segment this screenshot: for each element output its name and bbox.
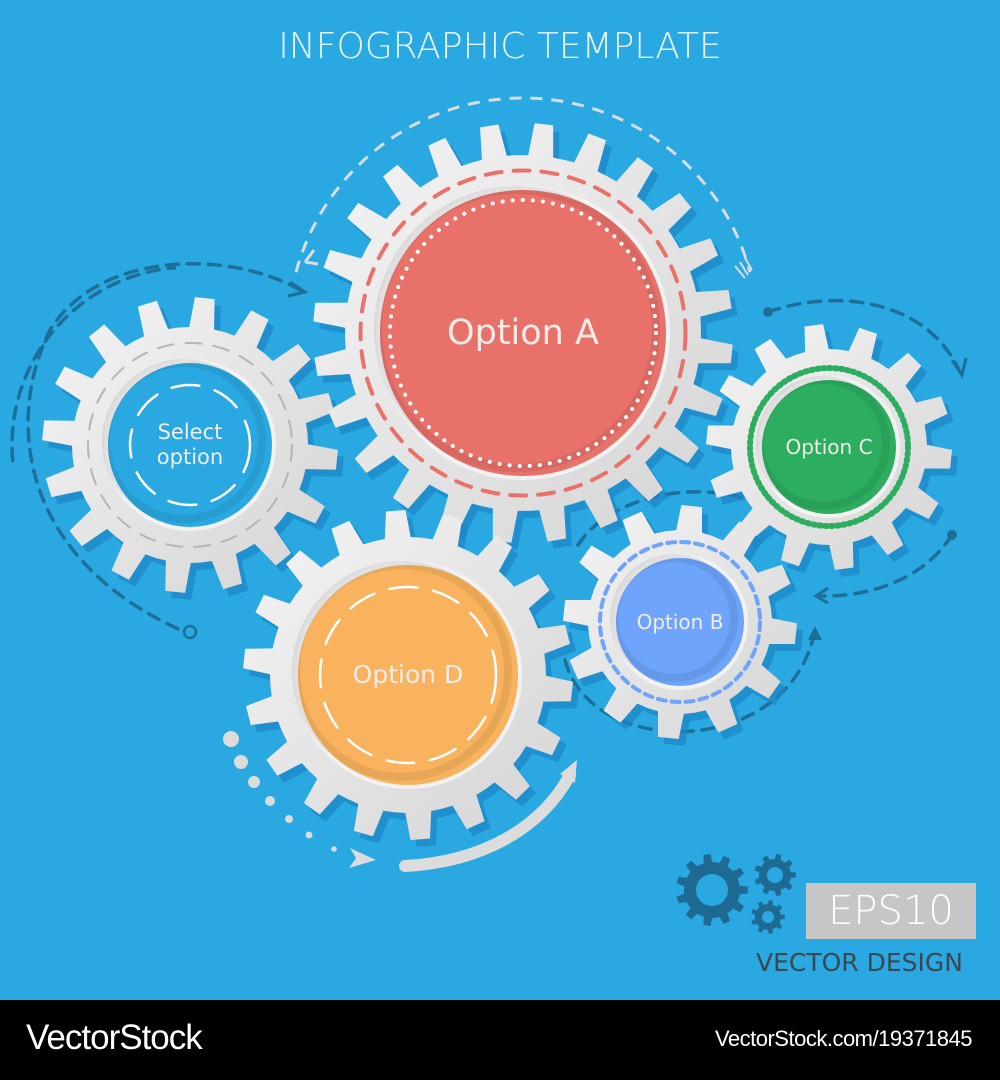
gears-diagram: [10, 96, 968, 934]
gear-option-b[interactable]: [563, 505, 803, 746]
gear-option-d[interactable]: [243, 510, 579, 847]
watermark-footer: VectorStock VectorStock.com/19371845: [0, 1000, 1000, 1080]
gear-select[interactable]: [42, 297, 344, 600]
gear-label-option-c: Option C: [785, 435, 873, 459]
infographic-canvas: INFOGRAPHIC TEMPLATE Select option Optio…: [0, 0, 1000, 1000]
brand-logo-text: VectorStock: [26, 1018, 203, 1057]
vector-design-caption: VECTOR DESIGN: [756, 948, 963, 977]
infographic-title: INFOGRAPHIC TEMPLATE: [278, 26, 722, 67]
gear-option-a[interactable]: [313, 123, 739, 550]
eps-badge: EPS10: [806, 883, 976, 939]
gear-label-option-a: Option A: [447, 313, 599, 353]
gear-layer: [42, 123, 958, 847]
gear-label-option-b: Option B: [636, 610, 724, 634]
decorative-arrows: [223, 731, 577, 872]
gear-label-select-option: Select option: [156, 419, 224, 469]
eps-badge-text: EPS10: [828, 888, 954, 934]
gear-label-option-d: Option D: [352, 660, 464, 689]
stock-id-link[interactable]: VectorStock.com/19371845: [714, 1026, 973, 1051]
gear-option-c[interactable]: [706, 324, 958, 577]
mini-gears-icon: [676, 854, 796, 934]
connector-arc-select-top: [10, 265, 177, 463]
